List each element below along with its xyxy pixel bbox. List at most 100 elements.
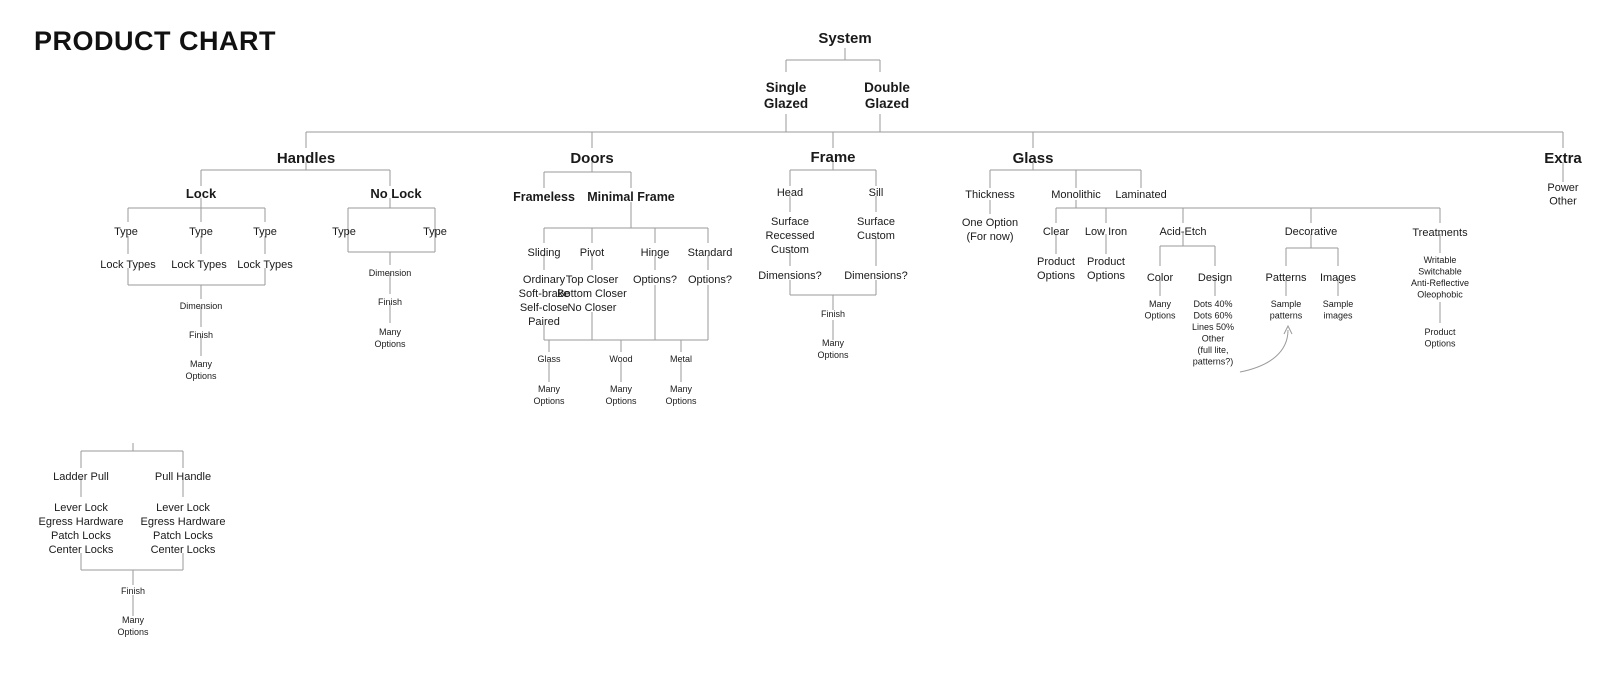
node-frameless: Frameless xyxy=(513,190,575,204)
node-clear-options-line-2: Options xyxy=(1037,270,1075,282)
node-frame-line-1: Frame xyxy=(810,149,855,166)
node-design-options-line-1: Dots 40% xyxy=(1193,299,1232,309)
node-lock-many-options-line-2: Options xyxy=(185,371,217,381)
connector-line-16 xyxy=(789,196,877,266)
node-color-options-line-1: Many xyxy=(1149,299,1172,309)
connector-line-8 xyxy=(347,198,436,265)
node-color: Color xyxy=(1147,272,1174,284)
node-head-line-1: Head xyxy=(777,187,803,199)
node-head-surface-line-1: Surface xyxy=(771,216,809,228)
node-doors-glass-many-line-1: Many xyxy=(538,384,561,394)
node-design-line-1: Design xyxy=(1198,272,1232,284)
node-images-samples-line-2: images xyxy=(1323,311,1353,321)
node-lock-types-1: Lock Types xyxy=(100,259,156,271)
connector-line-4 xyxy=(127,198,266,222)
node-lock-line-1: Lock xyxy=(186,186,217,201)
connector-line-6 xyxy=(127,268,266,299)
node-frame-finish-line-1: Finish xyxy=(821,309,845,319)
node-design-options: Dots 40%Dots 60%Lines 50%Other(full lite… xyxy=(1192,299,1234,367)
node-hinge: Hinge xyxy=(641,247,670,259)
node-frame-many-options-line-1: Many xyxy=(822,338,845,348)
connector-line-18 xyxy=(989,162,1142,188)
node-pivot-options-line-1: Top Closer xyxy=(566,274,619,286)
node-low-iron-options-line-1: Product xyxy=(1087,256,1125,268)
node-frame-finish: Finish xyxy=(821,309,845,319)
node-design-options-line-2: Dots 60% xyxy=(1193,311,1232,321)
connector-lines xyxy=(80,48,1564,616)
node-standard-options: Options? xyxy=(688,274,732,286)
node-pull-many-options-line-1: Many xyxy=(122,615,145,625)
node-head-surface-line-2: Recessed xyxy=(766,230,815,242)
node-sill-line-1: Sill xyxy=(869,187,884,199)
node-ladder-pull: Ladder Pull xyxy=(53,471,109,483)
node-treatment-items-line-2: Switchable xyxy=(1418,267,1462,277)
node-sliding-options-line-2: Soft-brake xyxy=(519,288,570,300)
node-nolock-finish: Finish xyxy=(378,297,402,307)
node-doors-metal-line-1: Metal xyxy=(670,354,692,364)
node-standard-options-line-1: Options? xyxy=(688,274,732,286)
node-nolock-many-options-line-1: Many xyxy=(379,327,402,337)
connector-line-14 xyxy=(548,362,682,382)
connector-line-15 xyxy=(789,162,877,186)
node-doors-wood: Wood xyxy=(609,354,632,364)
node-doors-glass-many-line-2: Options xyxy=(533,396,565,406)
node-treatment-items-line-1: Writable xyxy=(1424,255,1457,265)
node-nolock-type-1: Type xyxy=(332,226,356,238)
node-thickness-option: One Option(For now) xyxy=(962,217,1018,243)
node-glass-line-1: Glass xyxy=(1013,150,1054,167)
node-thickness-line-1: Thickness xyxy=(965,189,1015,201)
node-pivot-options-line-2: Bottom Closer xyxy=(557,288,627,300)
node-handles: Handles xyxy=(277,150,335,167)
node-lock-type-3: Type xyxy=(253,226,277,238)
node-standard-line-1: Standard xyxy=(688,247,733,259)
connector-line-20 xyxy=(1055,234,1107,254)
node-images-line-1: Images xyxy=(1320,272,1357,284)
node-doors-line-1: Doors xyxy=(570,150,613,167)
node-pull-options-line-1: Lever Lock xyxy=(156,502,210,514)
node-ladder-options-line-1: Lever Lock xyxy=(54,502,108,514)
connector-line-26 xyxy=(80,553,184,616)
node-sill-surface-line-2: Custom xyxy=(857,230,895,242)
node-no-lock: No Lock xyxy=(370,186,422,201)
node-laminated: Laminated xyxy=(1115,189,1166,201)
connector-line-12 xyxy=(543,255,709,270)
node-single-glazed-line-2: Glazed xyxy=(764,96,808,111)
node-doors-glass: Glass xyxy=(537,354,561,364)
node-lock-dimension: Dimension xyxy=(180,301,223,311)
page-title: PRODUCT CHART xyxy=(34,26,276,56)
node-extra-items-line-1: Power xyxy=(1547,182,1579,194)
node-monolithic-line-1: Monolithic xyxy=(1051,189,1101,201)
node-pull-finish-line-1: Finish xyxy=(121,586,145,596)
node-design: Design xyxy=(1198,272,1232,284)
node-double-glazed-line-1: Double xyxy=(864,80,910,95)
node-doors-wood-many-line-1: Many xyxy=(610,384,633,394)
node-treatment-items-line-4: Oleophobic xyxy=(1417,290,1463,300)
node-treatment-options-line-1: Product xyxy=(1424,327,1456,337)
node-doors-metal: Metal xyxy=(670,354,692,364)
node-lock-type-3-line-1: Type xyxy=(253,226,277,238)
connector-line-3 xyxy=(200,162,391,186)
node-lock-type-1-line-1: Type xyxy=(114,226,138,238)
node-minimal-frame: Minimal Frame xyxy=(587,190,675,204)
connector-line-2 xyxy=(305,114,1564,148)
node-head-dimensions-line-1: Dimensions? xyxy=(758,270,822,282)
node-nolock-dimension: Dimension xyxy=(369,268,412,278)
node-lock-finish-line-1: Finish xyxy=(189,330,213,340)
connector-line-10 xyxy=(543,162,632,188)
connector-line-22 xyxy=(1285,234,1339,296)
node-lock-types-1-line-1: Lock Types xyxy=(100,259,156,271)
node-patterns-line-1: Patterns xyxy=(1266,272,1307,284)
node-thickness-option-line-1: One Option xyxy=(962,217,1018,229)
